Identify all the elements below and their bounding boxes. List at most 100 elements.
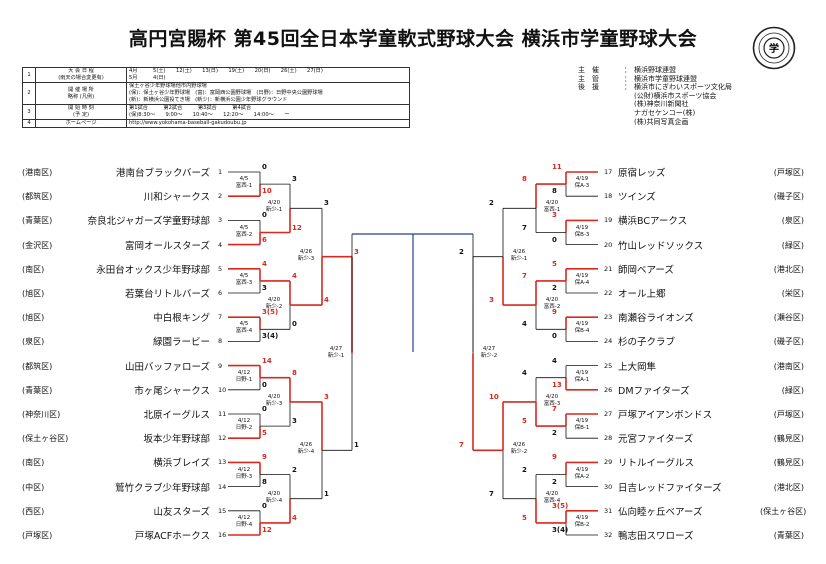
match-date: 4/20	[545, 393, 559, 400]
team-district: (神奈川区)	[22, 410, 61, 419]
team-district: (瀬谷区)	[773, 313, 804, 323]
team-district: (緑区)	[781, 240, 804, 250]
match-date: 4/26	[512, 442, 526, 449]
organizer-line: 後 援：横浜市にぎわいスポーツ文化局	[578, 83, 732, 92]
team-number: 3	[218, 216, 223, 225]
team-number: 5	[218, 264, 223, 273]
match-score: 9	[262, 453, 267, 462]
team-number: 18	[604, 192, 613, 201]
match-score: 3	[354, 247, 359, 256]
match-score: 8	[292, 368, 297, 377]
team-number: 11	[218, 410, 227, 418]
team-name: オール上郷	[618, 289, 666, 300]
team-number: 6	[218, 289, 223, 297]
match-date: 4/20	[267, 297, 281, 304]
team-district: (青葉区)	[22, 385, 53, 395]
team-district: (泉区)	[22, 337, 45, 347]
match-score: 7	[522, 271, 527, 280]
team-name: 杉の子クラブ	[618, 337, 676, 349]
match-score: 5	[552, 259, 557, 268]
team-number: 8	[218, 337, 223, 346]
match-venue: 富西-3	[543, 400, 561, 407]
match-score: 2	[489, 199, 494, 208]
team-district: (金沢区)	[22, 240, 53, 250]
organizer-line: ナガセケンコー(株)	[634, 108, 696, 117]
team-district: (南区)	[22, 458, 45, 468]
match-score: 4	[292, 271, 297, 280]
match-score: 4	[552, 356, 557, 365]
match-score: 12	[292, 223, 302, 232]
match-score: 0	[292, 320, 297, 329]
match-venue: 富西-1	[235, 183, 253, 190]
team-name: リトルイーグルス	[618, 458, 695, 470]
team-district: (栄区)	[781, 289, 804, 298]
team-district: (港北区)	[773, 482, 804, 492]
info-row-heading: 開 催 場 所略称 (凡例)	[35, 82, 127, 105]
organizer-line: (株)共同写真企画	[634, 117, 689, 126]
match-score: 2	[552, 284, 557, 292]
match-venue: 日野-4	[235, 521, 253, 528]
team-number: 2	[218, 192, 223, 201]
match-score: 0	[262, 405, 267, 413]
team-name: 戸塚アイアンボンドス	[618, 410, 713, 421]
team-number: 28	[604, 434, 613, 443]
match-score: 4	[522, 368, 527, 377]
match-score: 14	[262, 356, 272, 365]
team-number: 25	[604, 361, 613, 370]
team-number: 27	[604, 410, 613, 418]
match-score: 3	[292, 175, 297, 184]
team-district: (鶴見区)	[773, 458, 804, 468]
match-date: 4/12	[237, 466, 251, 473]
match-score: 7	[522, 223, 527, 232]
team-number: 14	[218, 482, 227, 491]
match-venue: 保A-3	[574, 183, 590, 190]
team-name: 南瀬谷ライオンズ	[618, 313, 694, 325]
team-number: 24	[604, 337, 613, 346]
match-score: 7	[459, 441, 464, 450]
match-score: 3	[324, 199, 329, 208]
team-district: (南区)	[22, 264, 45, 274]
team-name: 山田バッファローズ	[124, 361, 210, 373]
organizer-line: 主 管：横浜市学童野球連盟	[578, 74, 697, 83]
match-score: 4	[522, 320, 527, 329]
match-date: 4/5	[239, 272, 249, 279]
team-name: 戸塚ACFホークス	[134, 531, 210, 542]
team-district: (都筑区)	[22, 192, 53, 202]
svg-text:学: 学	[769, 42, 779, 55]
team-district: (港南区)	[22, 168, 53, 177]
match-score: 2	[552, 429, 557, 438]
team-district: (磯子区)	[773, 337, 804, 347]
match-score: 2	[292, 465, 297, 474]
match-venue: 保A-2	[574, 473, 590, 480]
match-venue: 保B-2	[574, 521, 590, 528]
team-name: 元宮ファイターズ	[618, 434, 694, 446]
match-venue: 保A-1	[574, 376, 590, 383]
match-date: 4/20	[545, 490, 559, 497]
team-number: 23	[604, 313, 613, 322]
team-number: 15	[218, 506, 227, 515]
match-date: 4/27	[482, 345, 496, 352]
match-venue: 新少-1	[510, 255, 528, 262]
team-district: (港南区)	[773, 361, 804, 371]
match-score: 2	[552, 477, 557, 486]
match-venue: 新少-4	[297, 449, 315, 456]
match-score: 1	[354, 441, 359, 450]
match-venue: 富西-3	[235, 279, 253, 286]
team-district: (戸塚区)	[22, 531, 53, 540]
match-score: 3	[292, 417, 297, 426]
match-venue: 日野-2	[235, 425, 253, 432]
match-score: 4	[262, 259, 267, 268]
match-date: 4/12	[237, 514, 251, 521]
match-score: 3	[489, 296, 494, 305]
team-number: 10	[218, 385, 227, 394]
match-score: 9	[552, 453, 557, 462]
team-district: (戸塚区)	[773, 168, 804, 177]
team-district: (西区)	[22, 506, 45, 516]
match-venue: 新少-4	[265, 497, 283, 504]
homepage-link[interactable]: http://www.yokohama-baseball-gakudoubu.j…	[126, 119, 410, 128]
match-score: 6	[262, 235, 267, 244]
match-date: 4/26	[512, 248, 526, 255]
